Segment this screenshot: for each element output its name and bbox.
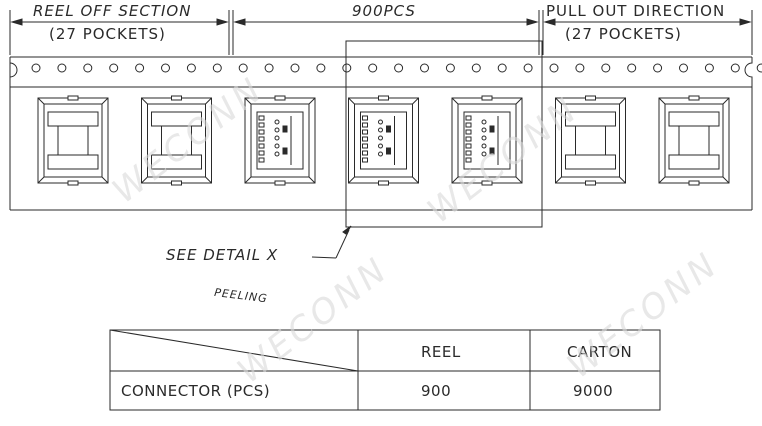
- table-cell-reel-qty: 900: [421, 382, 452, 400]
- sprocket-hole: [135, 63, 145, 73]
- sprocket-hole: [627, 63, 637, 73]
- empty-pocket: [658, 95, 730, 186]
- pockets: [37, 95, 730, 186]
- table-cell-carton-qty: 9000: [573, 382, 614, 400]
- connector-pocket: [451, 95, 523, 186]
- detail-x-box: [345, 40, 543, 228]
- sprocket-hole: [420, 63, 429, 73]
- carrier-tape: [9, 56, 753, 211]
- sprocket-hole: [31, 63, 41, 73]
- table-header-carton: CARTON: [567, 343, 633, 361]
- sprocket-hole: [109, 63, 119, 73]
- sprocket-hole: [186, 63, 196, 73]
- pull-out-pockets-label: (27 POCKETS): [565, 25, 682, 43]
- reel-off-pockets-label: (27 POCKETS): [49, 25, 166, 43]
- empty-pocket: [37, 95, 109, 186]
- table-header-reel: REEL: [421, 343, 461, 361]
- sprocket-hole: [83, 63, 93, 73]
- sprocket-hole: [704, 63, 714, 73]
- quantity-table-grid: [109, 329, 661, 411]
- sprocket-hole: [679, 63, 688, 73]
- sprocket-hole: [756, 63, 762, 73]
- sprocket-hole: [730, 63, 740, 73]
- sprocket-hole: [316, 63, 326, 73]
- sprocket-hole: [394, 63, 404, 73]
- reel-off-section-label: REEL OFF SECTION: [33, 2, 192, 20]
- dimension-lines: [9, 10, 753, 55]
- detail-leader: [311, 225, 352, 259]
- sprocket-hole: [575, 63, 585, 73]
- sprocket-hole: [161, 63, 170, 73]
- empty-pocket: [141, 95, 212, 186]
- table-row-label: CONNECTOR (PCS): [121, 382, 271, 400]
- pull-out-direction-label: PULL OUT DIRECTION: [546, 2, 726, 20]
- sprocket-hole: [471, 63, 481, 73]
- sprocket-hole: [290, 63, 300, 73]
- sprocket-hole: [57, 63, 67, 73]
- sprocket-hole: [264, 63, 274, 73]
- sprocket-hole: [653, 63, 663, 73]
- sprocket-hole: [368, 63, 378, 73]
- sprocket-hole: [445, 63, 455, 73]
- sprocket-hole: [497, 63, 507, 73]
- sprocket-hole: [601, 63, 611, 73]
- sprocket-hole: [212, 63, 222, 73]
- sprocket-hole: [523, 63, 533, 73]
- empty-pocket: [555, 95, 626, 186]
- sprocket-hole: [342, 63, 352, 73]
- connector-pocket: [348, 95, 419, 186]
- sprocket-holes: [31, 63, 762, 73]
- sprocket-hole: [238, 63, 248, 73]
- sprocket-hole: [549, 63, 559, 73]
- middle-count-label: 900PCS: [352, 2, 416, 20]
- see-detail-label: SEE DETAIL X: [166, 246, 279, 264]
- connector-pocket: [244, 95, 316, 186]
